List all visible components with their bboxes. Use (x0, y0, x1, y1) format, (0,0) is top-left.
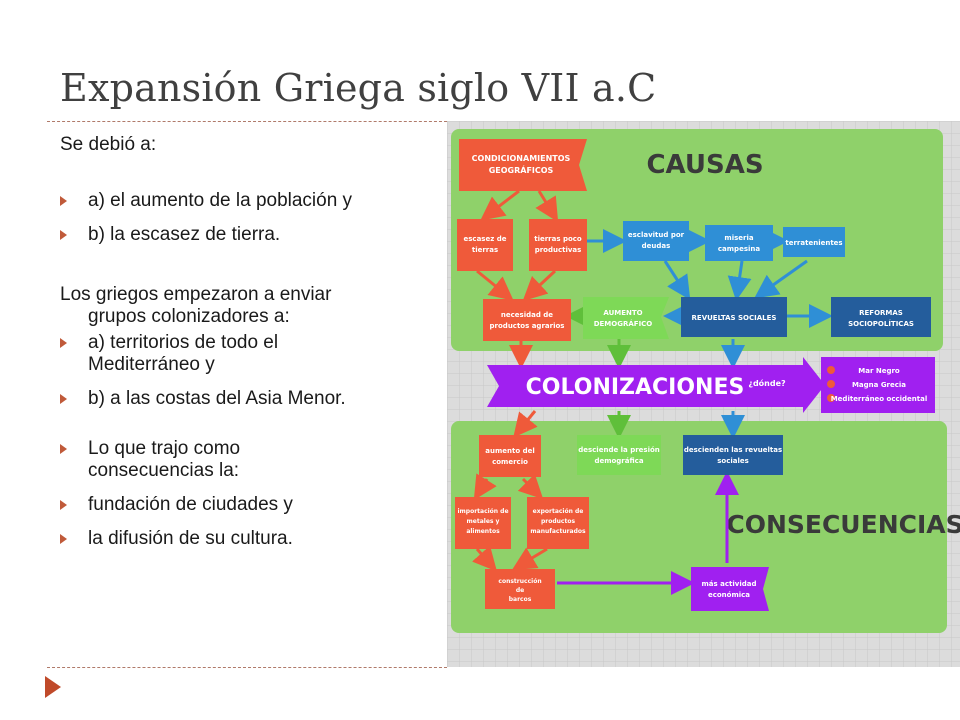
svg-text:aumento del: aumento del (485, 447, 534, 455)
consequences-intro: Lo que trajo como consecuencias la: (60, 438, 445, 482)
concept-diagram: CAUSAS CONSECUENCIAS CONDICIONAMIENTOS G… (447, 121, 960, 667)
consequence-item: la difusión de su cultura. (60, 528, 445, 550)
node-exportacion: exportación de productos manufacturados (527, 497, 589, 549)
svg-text:AUMENTO: AUMENTO (603, 309, 642, 317)
svg-text:Mediterráneo occidental: Mediterráneo occidental (831, 395, 928, 403)
node-escasez: escasez de tierras (457, 219, 513, 271)
node-necesidad: necesidad de productos agrarios (483, 299, 571, 341)
colonization-intro: Los griegos empezaron a enviar grupos co… (60, 284, 332, 327)
node-miseria: miseria campesina (705, 225, 773, 261)
consecuencias-heading: CONSECUENCIAS (726, 510, 960, 539)
bullet-arrow-icon (60, 534, 67, 544)
svg-text:desciende la presión: desciende la presión (578, 446, 660, 454)
svg-text:sociales: sociales (717, 457, 749, 465)
slide-nav-arrow-icon (45, 676, 61, 698)
node-construccion: construcción de barcos (485, 569, 555, 609)
svg-text:más actividad: más actividad (702, 580, 757, 588)
svg-text:necesidad de: necesidad de (501, 311, 553, 319)
node-terratenientes: terratenientes (783, 227, 845, 257)
node-aumento-demografico: AUMENTO DEMOGRÁFICO (583, 297, 669, 339)
svg-text:CONDICIONAMIENTOS: CONDICIONAMIENTOS (472, 154, 571, 163)
bullet-arrow-icon (60, 500, 67, 510)
node-condicionamientos: CONDICIONAMIENTOS GEOGRÁFICOS (459, 139, 587, 191)
destination-item: a) territorios de todo el Mediterráneo y (60, 332, 445, 376)
bullet-arrow-icon (60, 230, 67, 240)
node-importacion: importación de metales y alimentos (455, 497, 511, 549)
svg-text:deudas: deudas (642, 242, 671, 250)
node-esclavitud: esclavitud por deudas (623, 221, 689, 261)
svg-text:campesina: campesina (718, 245, 760, 253)
svg-text:miseria: miseria (724, 234, 753, 242)
svg-text:descienden las revueltas: descienden las revueltas (684, 446, 782, 454)
consequence-item: fundación de ciudades y (60, 494, 445, 516)
svg-text:productos agrarios: productos agrarios (490, 322, 565, 330)
svg-text:SOCIOPOLÍTICAS: SOCIOPOLÍTICAS (848, 319, 914, 328)
node-reformas: REFORMAS SOCIOPOLÍTICAS (831, 297, 931, 337)
svg-text:importación de: importación de (457, 508, 508, 515)
cause-item: a) el aumento de la población y (60, 190, 445, 212)
svg-text:COLONIZACIONES: COLONIZACIONES (526, 375, 745, 400)
title-divider (47, 121, 447, 122)
causas-heading: CAUSAS (646, 150, 763, 180)
svg-text:productivas: productivas (535, 246, 582, 254)
node-desciende-presion: desciende la presión demográfica (577, 435, 661, 475)
svg-text:demográfica: demográfica (594, 457, 643, 465)
destination-item: b) a las costas del Asia Menor. (60, 388, 445, 410)
colonizaciones-arrow: COLONIZACIONES ¿dónde? (487, 357, 825, 413)
svg-text:comercio: comercio (492, 458, 528, 466)
svg-text:de: de (516, 587, 524, 594)
svg-text:económica: económica (708, 591, 750, 599)
svg-text:Mar Negro: Mar Negro (858, 367, 900, 375)
cause-item: b) la escasez de tierra. (60, 224, 445, 246)
svg-text:manufacturados: manufacturados (530, 528, 586, 535)
footer-divider (47, 667, 447, 668)
svg-text:metales y: metales y (467, 518, 500, 525)
text-column: Se debió a: a) el aumento de la població… (60, 134, 445, 562)
svg-text:terratenientes: terratenientes (785, 239, 842, 247)
bullet-arrow-icon (60, 394, 67, 404)
node-revueltas: REVUELTAS SOCIALES (681, 297, 787, 337)
node-aumento-comercio: aumento del comercio (479, 435, 541, 477)
node-mas-actividad: más actividad económica (691, 567, 769, 611)
svg-text:tierras: tierras (472, 246, 498, 254)
svg-text:productos: productos (541, 518, 575, 525)
svg-text:REFORMAS: REFORMAS (859, 309, 903, 317)
node-tierras-poco: tierras poco productivas (529, 219, 587, 271)
bullet-arrow-icon (60, 338, 67, 348)
svg-text:tierras poco: tierras poco (534, 235, 582, 243)
svg-text:barcos: barcos (509, 596, 532, 603)
svg-text:GEOGRÁFICOS: GEOGRÁFICOS (489, 164, 554, 175)
svg-text:alimentos: alimentos (466, 528, 500, 535)
node-desciende-revueltas: descienden las revueltas sociales (683, 435, 783, 475)
svg-text:Magna Grecia: Magna Grecia (852, 381, 906, 389)
consequences-panel (451, 421, 947, 633)
svg-text:exportación de: exportación de (533, 508, 584, 515)
svg-text:DEMOGRÁFICO: DEMOGRÁFICO (594, 319, 653, 328)
destinations-box: Mar Negro Magna Grecia Mediterráneo occi… (821, 357, 935, 413)
svg-text:esclavitud por: esclavitud por (628, 231, 685, 239)
intro-text: Se debió a: (60, 134, 157, 155)
svg-text:construcción: construcción (498, 578, 541, 585)
bullet-arrow-icon (60, 196, 67, 206)
svg-text:REVUELTAS SOCIALES: REVUELTAS SOCIALES (692, 314, 777, 322)
bullet-arrow-icon (60, 444, 67, 454)
slide-title: Expansión Griega siglo VII a.C (60, 66, 657, 110)
svg-text:¿dónde?: ¿dónde? (748, 378, 786, 388)
svg-text:escasez de: escasez de (464, 235, 507, 243)
